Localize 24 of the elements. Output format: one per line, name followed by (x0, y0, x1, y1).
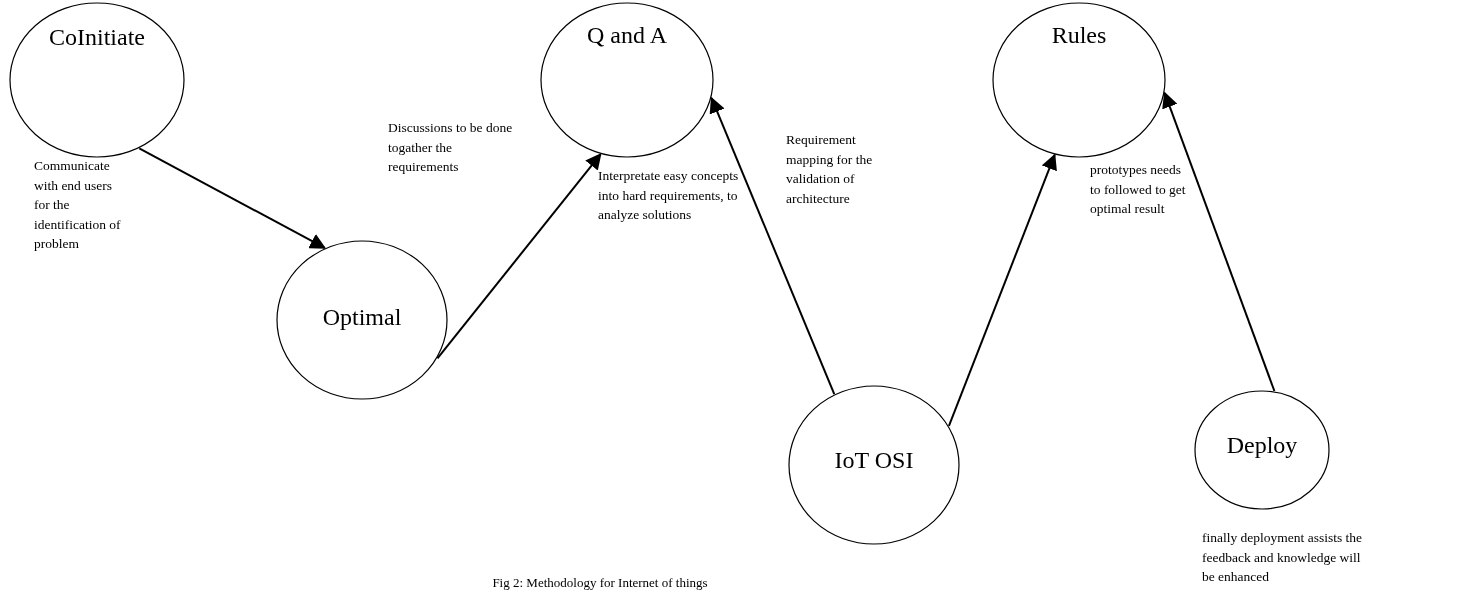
stage-description: Discussions to be done togather the requirements (388, 119, 514, 177)
stage-description: prototypes needs to followed to get optimal result (1090, 161, 1187, 219)
stage-title: Rules (1050, 22, 1108, 49)
stage-description: Communicate with end users for the identification of problem (34, 157, 122, 254)
arrow (436, 153, 602, 360)
stage-ellipse (540, 2, 714, 158)
figure-caption: Fig 2: Methodology for Internet of things (491, 575, 709, 591)
stage-description: Requirement mapping for the validation of architecture (786, 131, 874, 208)
arrow (138, 147, 327, 249)
arrow (709, 96, 836, 396)
stage-title: Deploy (1225, 432, 1299, 459)
stage-title: Q and A (586, 22, 668, 49)
arrow (1162, 91, 1276, 392)
stage-title: CoInitiate (48, 24, 146, 51)
stage-ellipse (992, 2, 1166, 158)
stage-ellipse (276, 240, 448, 400)
stage-title: IoT OSI (833, 447, 915, 474)
stage-description: Interpretate easy concepts into hard requirements, to analyze solutions (598, 167, 740, 225)
stage-description: finally deployment assists the feedback and knowledge will be enhanced (1202, 529, 1364, 587)
stage-ellipse (1194, 390, 1330, 510)
arrow (947, 153, 1057, 427)
stage-title: Optimal (321, 304, 403, 331)
stage-ellipse (788, 385, 960, 545)
stage-ellipse (9, 2, 185, 158)
